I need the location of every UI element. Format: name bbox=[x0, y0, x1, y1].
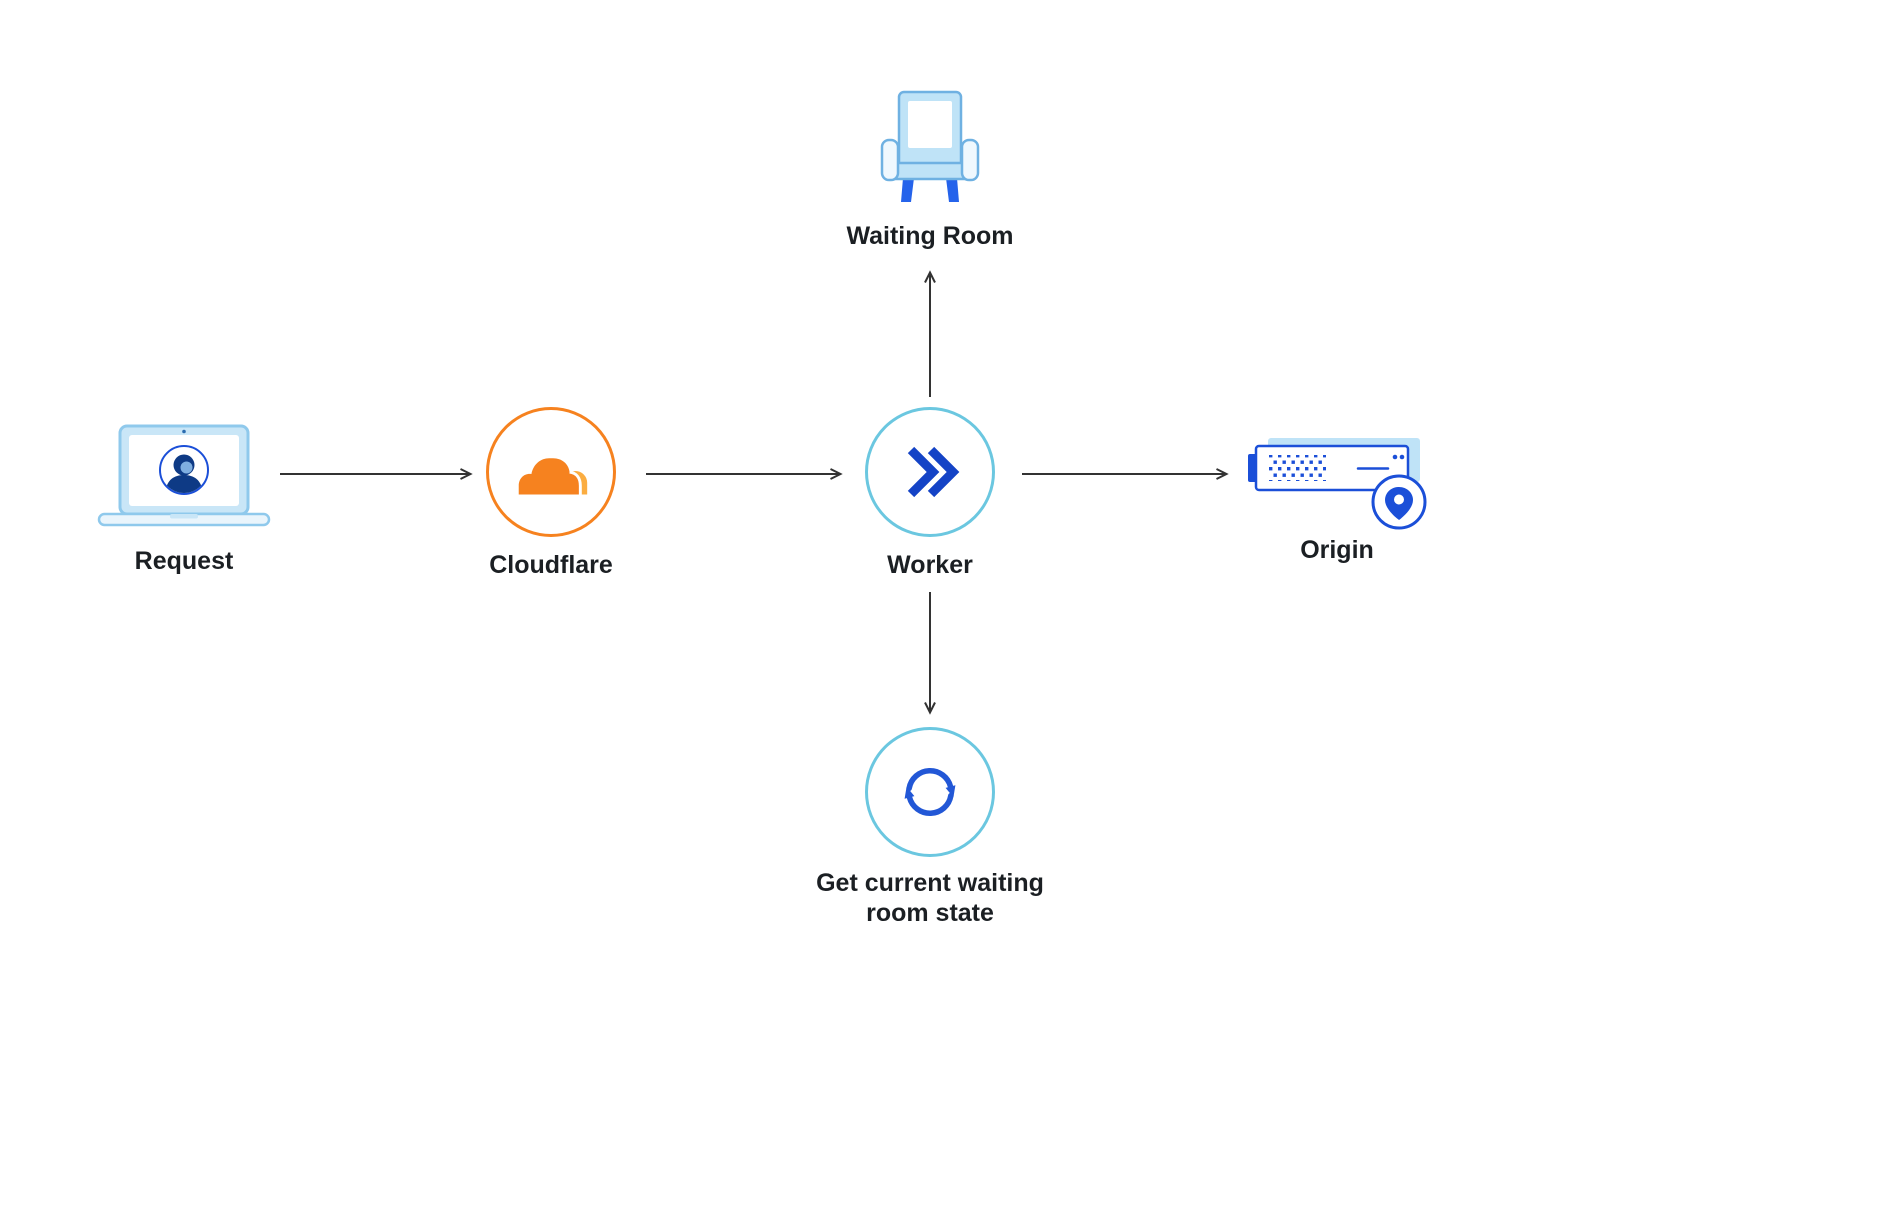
node-worker: Worker bbox=[820, 407, 1040, 581]
waiting-state-line2: room state bbox=[866, 898, 994, 927]
armchair-icon bbox=[880, 90, 980, 202]
waiting-state-circle bbox=[865, 727, 995, 857]
node-waiting-state: Get current waiting room state bbox=[780, 727, 1080, 928]
node-cloudflare: Cloudflare bbox=[441, 407, 661, 581]
node-label-waiting-state: Get current waiting room state bbox=[816, 869, 1044, 928]
node-request: Request bbox=[74, 424, 294, 577]
node-label-cloudflare: Cloudflare bbox=[489, 551, 613, 579]
node-label-origin: Origin bbox=[1300, 536, 1374, 564]
server-location-icon bbox=[1248, 438, 1427, 530]
cloudflare-circle bbox=[486, 407, 616, 537]
node-label-request: Request bbox=[134, 547, 234, 575]
cloudflare-logo-icon bbox=[518, 458, 588, 497]
node-waiting-room: Waiting Room bbox=[810, 90, 1050, 252]
waiting-state-line1: Get current waiting bbox=[816, 869, 1044, 897]
worker-circle bbox=[865, 407, 995, 537]
node-label-worker: Worker bbox=[887, 551, 973, 579]
node-origin: Origin bbox=[1222, 428, 1452, 566]
sync-icon bbox=[904, 767, 956, 817]
workers-chevrons-icon bbox=[907, 446, 960, 498]
laptop-user-icon bbox=[97, 424, 271, 527]
node-label-waiting-room: Waiting Room bbox=[846, 222, 1014, 250]
